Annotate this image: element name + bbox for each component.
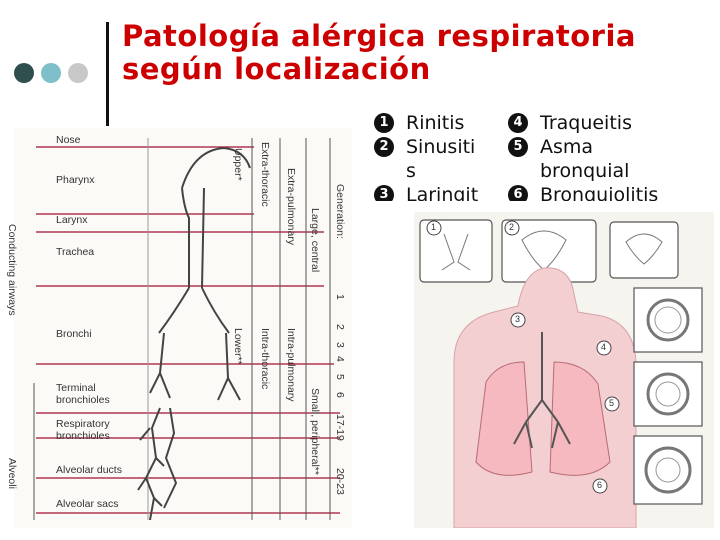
col-label-large-central: Large, central (309, 208, 321, 273)
row-label-alveolar-sacs: Alveolar sacs (56, 498, 119, 510)
callout-label: 5 (609, 398, 615, 408)
list-number-badge: 4 (508, 113, 528, 133)
list-number-badge: 2 (374, 137, 394, 157)
callout-label: 2 (509, 222, 515, 232)
list-label: Bronquiolitis (540, 184, 659, 201)
airway-generations-figure: Nose Pharynx Larynx Trachea Bronchi Term… (6, 128, 352, 528)
row-label-larynx: Larynx (56, 214, 88, 226)
generation-value: 17-19 (334, 414, 346, 441)
callout-label: 6 (597, 480, 603, 490)
callout-label: 3 (515, 314, 521, 324)
list-label: Traqueitis (540, 112, 632, 134)
row-label-trachea: Trachea (56, 246, 95, 258)
generation-value: 3 (334, 342, 346, 348)
row-label-alveolar-ducts: Alveolar ducts (56, 464, 122, 476)
slide-title: Patología alérgica respiratoria según lo… (122, 20, 636, 86)
generation-value: 4 (334, 356, 346, 362)
localization-figure-drawing (419, 219, 703, 528)
side-label-conducting-airways: Conducting airways (6, 224, 18, 316)
airway-figure-lines (33, 138, 340, 521)
col-label-upper: Upper* (232, 148, 244, 181)
decor-dot-gray (68, 63, 88, 83)
list-label: Rinitis (406, 112, 465, 134)
row-label-terminal-bronchioles: Terminal bronchioles (56, 382, 110, 406)
col-label-extra-thoracic: Extra-thoracic (259, 142, 271, 207)
generation-value: 20-23 (334, 468, 346, 495)
list-label: Asma (540, 136, 594, 158)
callout-label: 1 (431, 222, 437, 232)
decor-dot-dark (14, 63, 34, 83)
col-label-small-peripheral: Small, peripheral** (309, 388, 321, 475)
title-line-2: según localización (122, 52, 431, 86)
list-label: bronquial (540, 160, 630, 182)
col-label-lower: Lower** (232, 328, 244, 365)
row-label-pharynx: Pharynx (56, 174, 95, 186)
list-number-badge: 1 (374, 113, 394, 133)
vertical-divider-bar (106, 22, 109, 126)
row-label-bronchi: Bronchi (56, 328, 92, 340)
col-label-intra-thoracic: Intra-thoracic (259, 328, 271, 390)
side-label-alveoli: Alveoli (6, 458, 18, 489)
list-label: s (406, 160, 416, 182)
col-label-intra-pulmonary: Intra-pulmonary (285, 328, 297, 402)
list-item: 3 Laringit (374, 184, 504, 201)
generation-value: 1 (334, 294, 346, 300)
list-label: Laringit (406, 184, 479, 201)
list-number-badge: 3 (374, 185, 394, 201)
list-label: Sinusiti (406, 136, 476, 158)
generation-header: Generation: (334, 184, 346, 239)
col-label-extra-pulmonary: Extra-pulmonary (285, 168, 297, 246)
row-label-nose: Nose (56, 134, 81, 146)
row-label-respiratory-bronchioles: Respiratory bronchioles (56, 418, 110, 442)
decor-dot-teal (41, 63, 61, 83)
callout-label: 4 (601, 342, 607, 352)
list-item: 6 Bronquiolitis (508, 184, 698, 201)
generation-value: 6 (334, 392, 346, 398)
title-line-1: Patología alérgica respiratoria (122, 19, 636, 53)
list-number-badge: 5 (508, 137, 528, 157)
generation-value: 5 (334, 374, 346, 380)
localization-figure: 1 2 3 4 5 6 (414, 212, 714, 528)
generation-value: 2 (334, 324, 346, 330)
list-number-badge: 6 (508, 185, 528, 201)
